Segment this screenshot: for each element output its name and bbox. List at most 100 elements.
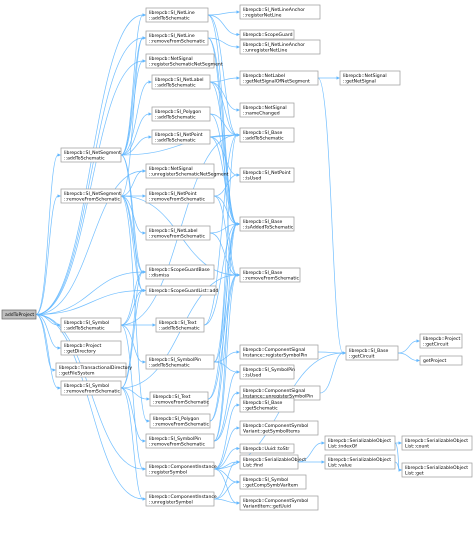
- graph-node[interactable]: librepcb::ComponentInstance::unregisterS…: [145, 491, 217, 507]
- graph-edge: [213, 174, 238, 197]
- graph-node[interactable]: librepcb::SI_SymbolPin::isUsed: [239, 364, 295, 380]
- graph-node-label: librepcb::NetSignal: [149, 166, 193, 172]
- graph-node-label: librepcb::SI_SymbolPin: [149, 436, 201, 442]
- graph-node-box: [145, 30, 209, 46]
- graph-node-box: [145, 354, 215, 370]
- graph-node[interactable]: librepcb::Uuid::toStr: [239, 443, 295, 454]
- graph-node[interactable]: librepcb::NetSignal::nameChanged: [239, 102, 295, 118]
- graph-edge: [213, 274, 238, 442]
- graph-node[interactable]: librepcb::SI_Base::removeFromSchematic: [239, 267, 301, 283]
- graph-node-root[interactable]: addToProject: [1, 309, 37, 320]
- graph-edge: [35, 314, 59, 389]
- graph-node[interactable]: librepcb::ComponentSymbolVariant::getSym…: [239, 420, 319, 436]
- graph-node[interactable]: librepcb::SI_Symbol::getCompSymbVarItem: [239, 474, 307, 490]
- graph-edge-arrowhead: [236, 370, 240, 374]
- graph-edge-arrowhead: [52, 368, 56, 372]
- graph-node[interactable]: librepcb::SI_NetSegment::addToSchematic: [60, 147, 122, 163]
- graph-node-box: [345, 345, 399, 361]
- graph-node[interactable]: librepcb::SI_Polygon::addToSchematic: [151, 106, 211, 122]
- graph-node[interactable]: librepcb::ComponentSymbolVariantItem::ge…: [239, 495, 319, 511]
- graph-node-label: ::getCompSymbVarItem: [243, 482, 299, 488]
- graph-node[interactable]: librepcb::SI_NetLineAnchor::registerNetL…: [239, 4, 321, 20]
- graph-node[interactable]: librepcb::SI_NetLabel::removeFromSchemat…: [145, 225, 211, 241]
- graph-node[interactable]: librepcb::SI_Polygon::removeFromSchemati…: [149, 413, 211, 429]
- graph-edge: [209, 81, 238, 136]
- graph-node[interactable]: librepcb::SI_NetLine::addToSchematic: [145, 7, 209, 23]
- graph-node-label: ::unregisterNetLine: [243, 47, 287, 53]
- graph-node-box: [239, 420, 319, 436]
- graph-node[interactable]: librepcb::SI_Base::getCircuit: [345, 345, 399, 361]
- graph-node[interactable]: librepcb::ScopeGuardList::add: [145, 285, 218, 296]
- graph-node-label: librepcb::NetSignal: [243, 105, 287, 111]
- graph-node-box: [60, 147, 122, 163]
- graph-node[interactable]: librepcb::SI_NetLineAnchor::unregisterNe…: [239, 39, 321, 55]
- graph-node[interactable]: librepcb::SI_Base::getSchematic: [239, 397, 295, 413]
- graph-edge-arrowhead: [142, 360, 146, 364]
- graph-node[interactable]: librepcb::SI_Text::removeFromSchematic: [149, 391, 209, 407]
- graph-node-label: ::getFileSystem: [59, 370, 95, 376]
- graph-node[interactable]: librepcb::SI_Text::addToSchematic: [155, 317, 205, 333]
- graph-node-label: ::addToSchematic: [149, 362, 190, 368]
- graph-node-box: [324, 435, 396, 451]
- graph-node[interactable]: librepcb::SI_Base::isAddedToSchematic: [239, 216, 295, 232]
- graph-node-label: librepcb::SerializableObject: [243, 457, 306, 463]
- graph-edge-arrowhead: [236, 10, 240, 14]
- graph-node-label: ::getNetSignal: [343, 78, 376, 84]
- graph-node[interactable]: librepcb::SI_Symbol::addToSchematic: [60, 317, 122, 333]
- graph-edge: [35, 195, 59, 315]
- graph-node-label: librepcb::ComponentInstance: [149, 464, 217, 470]
- graph-node-box: [401, 435, 473, 451]
- graph-node-box: [239, 267, 301, 283]
- graph-node[interactable]: librepcb::SI_NetLabel::addToSchematic: [151, 74, 211, 90]
- graph-node[interactable]: librepcb::NetSignal::registerSchematicNe…: [145, 53, 223, 69]
- graph-node[interactable]: librepcb::ScopeGuardBase::dismiss: [145, 264, 215, 280]
- graph-node-label: ::isUsed: [243, 175, 261, 181]
- graph-node[interactable]: librepcb::SI_NetPoint::removeFromSchemat…: [145, 188, 215, 204]
- graph-edge-arrowhead: [236, 391, 240, 395]
- graph-edge: [397, 352, 418, 361]
- graph-node-box: [239, 29, 295, 40]
- graph-node[interactable]: librepcb::NetSignal::unregisterSchematic…: [145, 163, 229, 179]
- graph-edge-arrowhead: [236, 501, 240, 505]
- graph-node[interactable]: librepcb::SI_NetSegment::removeFromSchem…: [60, 188, 122, 204]
- graph-node[interactable]: getProject: [419, 355, 463, 366]
- graph-node-label: librepcb::Uuid::toStr: [243, 446, 289, 452]
- graph-node-label: librepcb::SI_NetSegment: [64, 150, 121, 156]
- graph-node-box: [239, 70, 319, 86]
- graph-node[interactable]: librepcb::ComponentInstance::registerSym…: [145, 461, 217, 477]
- graph-edge-arrowhead: [236, 45, 240, 49]
- graph-node-label: librepcb::SerializableObject: [405, 438, 468, 444]
- graph-node-label: librepcb::SerializableObject: [328, 438, 391, 444]
- graph-node[interactable]: librepcb::NetLabel::getNetSignalOfNetSeg…: [239, 70, 319, 86]
- graph-node-box: [239, 216, 295, 232]
- graph-node[interactable]: librepcb::SI_NetPoint::isUsed: [239, 167, 295, 183]
- graph-node-label: ::addToSchematic: [149, 15, 190, 21]
- graph-node[interactable]: librepcb::ComponentSignalInstance::unreg…: [239, 385, 321, 401]
- graph-node-box: [239, 397, 295, 413]
- graph-node-box: [239, 39, 321, 55]
- graph-node[interactable]: librepcb::SerializableObjectList::indexO…: [324, 435, 396, 451]
- graph-node[interactable]: librepcb::Project::getCircuit: [419, 333, 463, 349]
- graph-node-box: [145, 264, 215, 280]
- graph-node[interactable]: librepcb::SI_Base::addToSchematic: [239, 127, 295, 143]
- graph-node[interactable]: librepcb::SI_NetPoint::addToSchematic: [151, 129, 211, 145]
- graph-node-box: [145, 285, 217, 296]
- graph-node[interactable]: librepcb::SI_SymbolPin::addToSchematic: [145, 354, 215, 370]
- graph-node-label: librepcb::SI_Base: [243, 130, 282, 136]
- graph-node[interactable]: librepcb::ScopeGuard: [239, 29, 295, 40]
- graph-node[interactable]: librepcb::TransactionalDirectory::getFil…: [55, 362, 132, 378]
- graph-node-label: librepcb::SerializableObject: [405, 465, 468, 471]
- graph-node[interactable]: librepcb::SI_Symbol::removeFromSchematic: [60, 380, 122, 396]
- graph-node[interactable]: librepcb::Project::getDirectory: [60, 340, 122, 356]
- graph-node[interactable]: librepcb::SI_NetLine::removeFromSchemati…: [145, 30, 209, 46]
- graph-edge: [213, 448, 238, 470]
- graph-edge-arrowhead: [236, 403, 240, 407]
- graph-node[interactable]: librepcb::ComponentSignalInstance::regis…: [239, 344, 319, 360]
- graph-node[interactable]: librepcb::SI_SymbolPin::removeFromSchema…: [145, 433, 215, 449]
- graph-node-label: List::get: [405, 470, 424, 476]
- graph-node[interactable]: librepcb::NetSignal::getNetSignal: [339, 70, 401, 86]
